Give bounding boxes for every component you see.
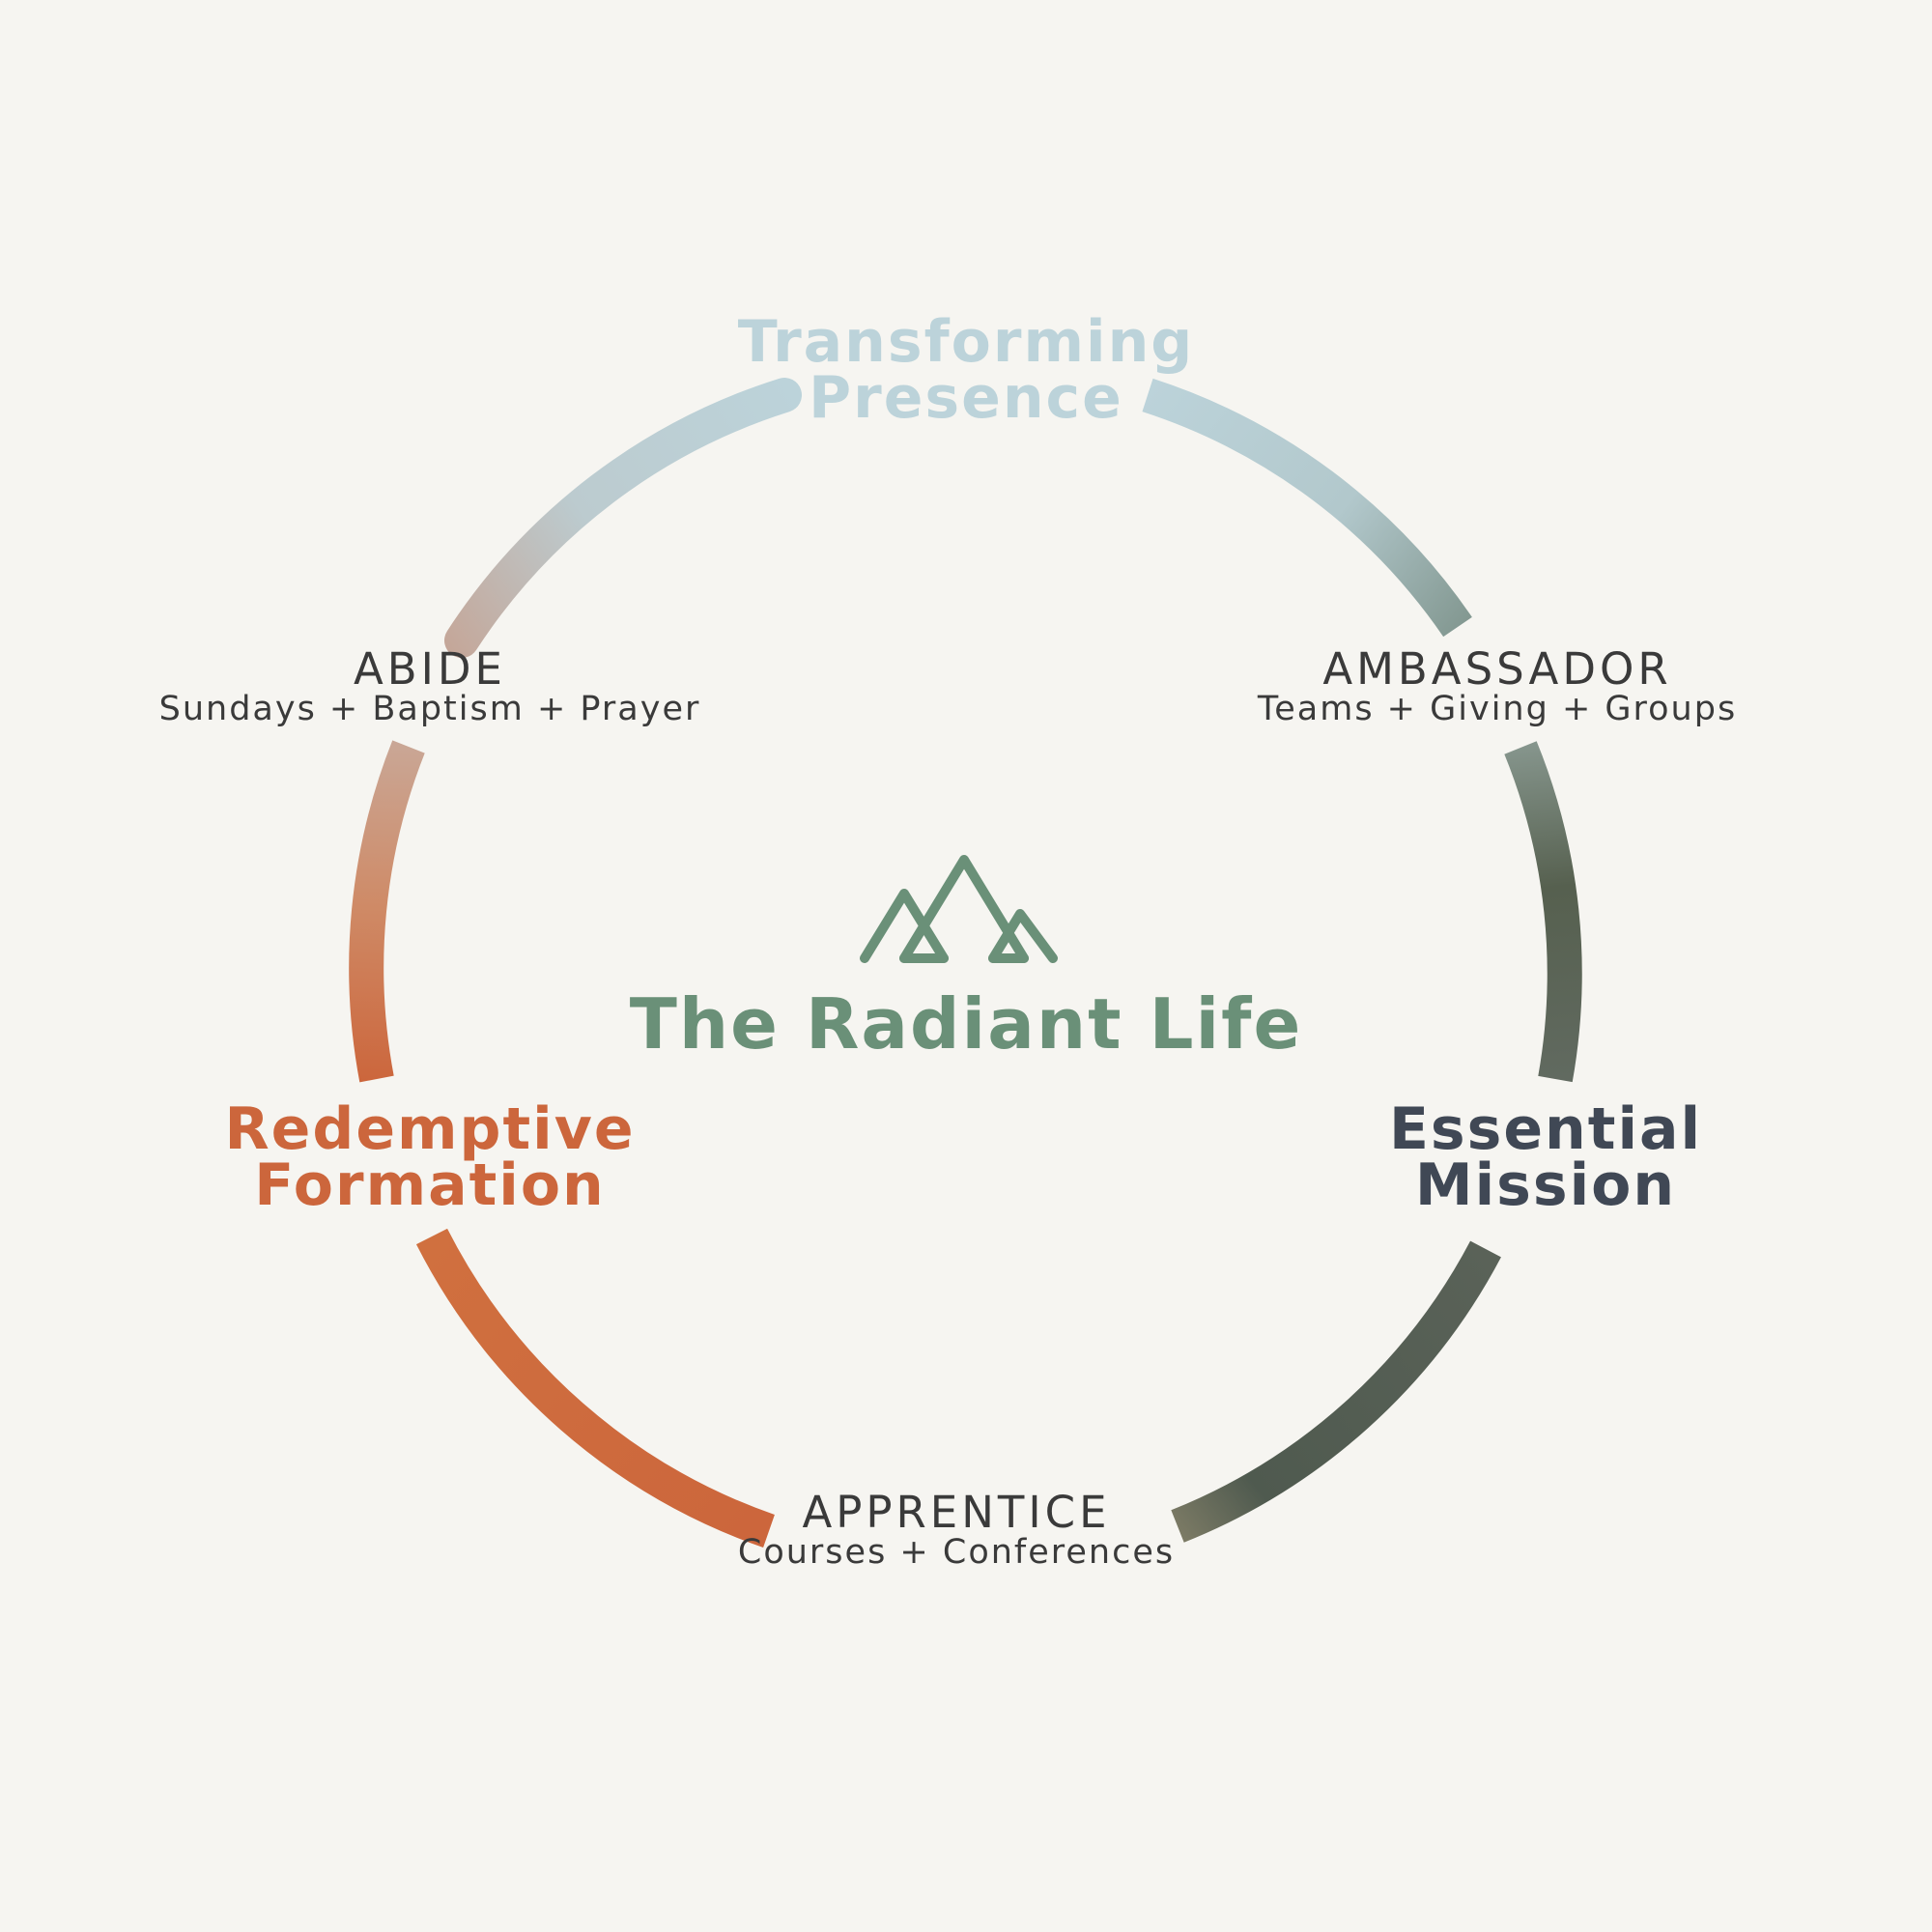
outcome-line1: Essential [1388, 1095, 1703, 1163]
stage-title: APPRENTICE [802, 1487, 1111, 1538]
outcome-line1: Redemptive [224, 1095, 636, 1163]
ring-arc-bottom-left [415, 1228, 775, 1548]
stage-title: AMBASSADOR [1322, 643, 1672, 695]
outcome-line2: Formation [254, 1151, 606, 1219]
diagram-title: The Radiant Life [629, 983, 1303, 1065]
outcome-line2: Mission [1414, 1151, 1677, 1219]
outcome-essential-mission: Essential Mission [1256, 1095, 1835, 1219]
stage-detail: Sundays + Baptism + Prayer [158, 690, 701, 728]
stage-detail: Teams + Giving + Groups [1257, 690, 1738, 728]
outcome-line2: Presence [809, 364, 1123, 432]
stage-abide: ABIDE Sundays + Baptism + Prayer [135, 643, 724, 728]
outcome-redemptive-formation: Redemptive Formation [145, 1095, 715, 1219]
ring-arc-bottom-right [1171, 1240, 1501, 1543]
outcome-line1: Transforming [737, 308, 1195, 376]
ring-arc-top-left [444, 378, 802, 658]
stage-title: ABIDE [353, 643, 506, 695]
mountains-icon [860, 855, 1058, 963]
outcome-transforming-presence: Transforming Presence [676, 308, 1256, 432]
stage-apprentice: APPRENTICE Courses + Conferences [676, 1487, 1236, 1572]
stage-detail: Courses + Conferences [737, 1533, 1176, 1572]
ring-arc-left [349, 740, 425, 1083]
ring-arc-right [1504, 741, 1582, 1083]
ring-arc-top-right [1142, 378, 1472, 638]
stage-ambassador: AMBASSADOR Teams + Giving + Groups [1208, 643, 1787, 728]
